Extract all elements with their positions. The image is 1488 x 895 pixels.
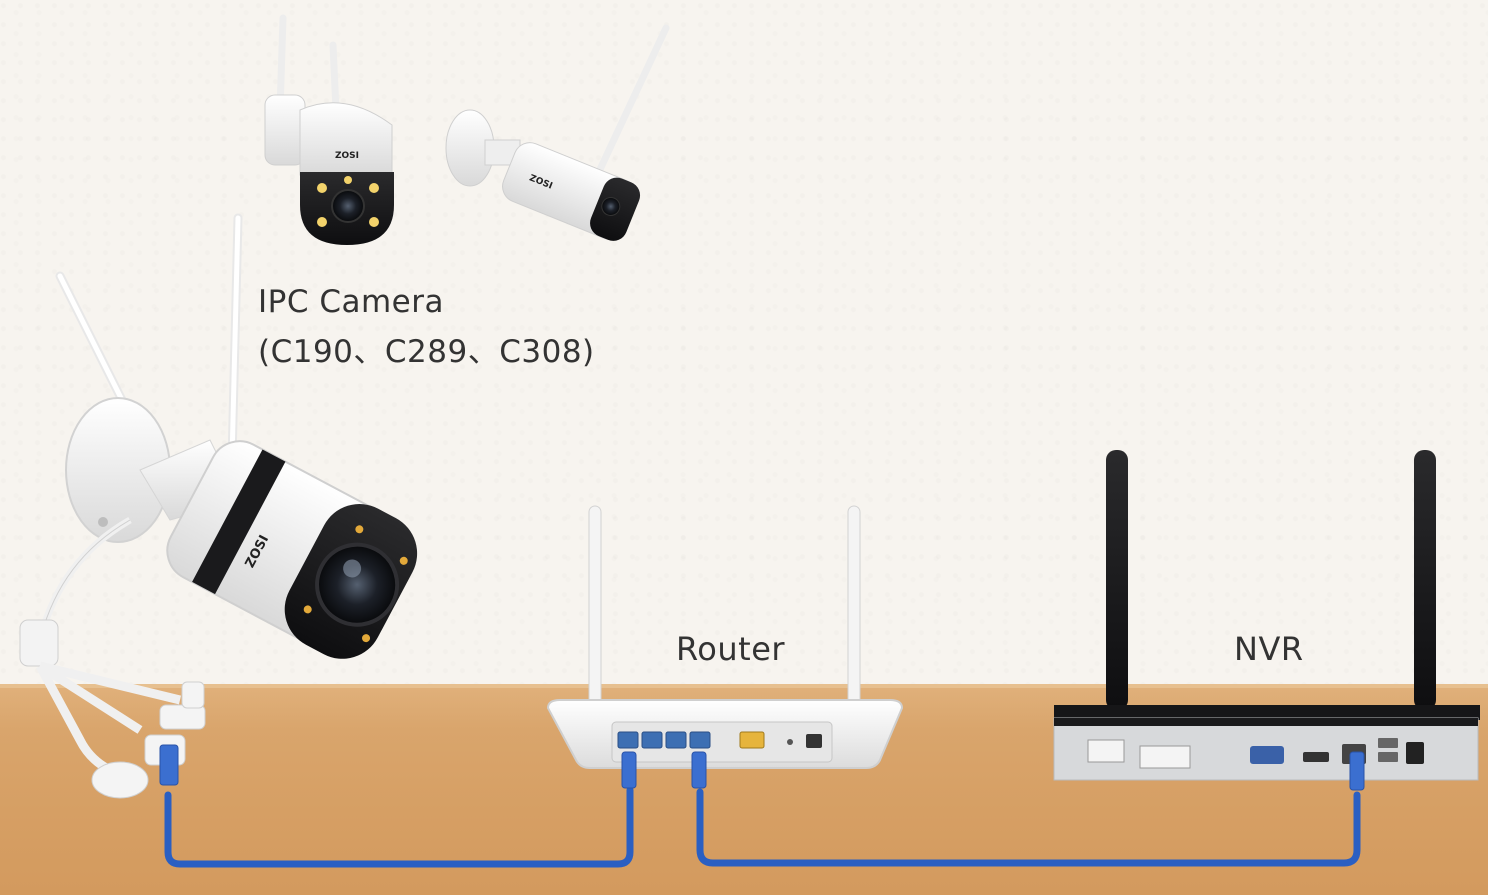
cable-router-to-nvr <box>696 788 1361 867</box>
router-label: Router <box>676 630 786 668</box>
router-device <box>546 505 904 789</box>
wifi-router-icon <box>546 505 904 789</box>
ipc-camera-large: ZOSI <box>19 213 418 799</box>
bullet-camera-icon: ZOSI <box>19 213 418 799</box>
ipc-camera-label: IPC Camera <box>258 284 444 320</box>
ipc-camera-models-label: (C190、C289、C308) <box>258 334 595 370</box>
nvr-device <box>1053 450 1480 791</box>
ptz-camera: ZOSI <box>264 14 394 245</box>
svg-text:ZOSI: ZOSI <box>335 151 359 161</box>
bullet-camera-small: ZOSI <box>445 24 670 241</box>
bullet-camera-icon: ZOSI <box>445 24 670 241</box>
ptz-camera-icon: ZOSI <box>264 14 394 245</box>
nvr-recorder-icon <box>1053 450 1480 791</box>
cable-camera-to-router <box>164 786 634 868</box>
nvr-label: NVR <box>1234 630 1304 668</box>
